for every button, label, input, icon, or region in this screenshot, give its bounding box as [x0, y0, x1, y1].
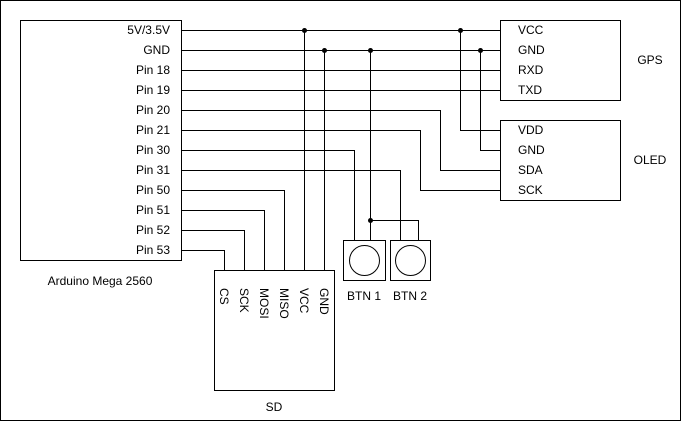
arduino-label: Arduino Mega 2560: [48, 274, 153, 288]
wire-pin50-sd-miso: [181, 190, 285, 271]
arduino-pin-gnd: GND: [143, 43, 170, 57]
arduino-pin-50: Pin 50: [136, 183, 170, 197]
wire-pin20-oled-sda: [181, 110, 501, 171]
junctions: [302, 28, 483, 223]
gps-pin-rxd: RXD: [518, 63, 544, 77]
sd-module: [214, 270, 335, 391]
oled-module: [500, 120, 621, 201]
wire-pin31-button-2: [181, 170, 401, 241]
button-2-label: BTN 2: [393, 289, 427, 303]
arduino-pin-20: Pin 20: [136, 103, 170, 117]
wire-pin51-sd-mosi: [181, 210, 265, 271]
arduino-pin-19: Pin 19: [136, 83, 170, 97]
junction-dot: [322, 48, 327, 53]
gps-label: GPS: [637, 53, 662, 67]
gps-pin-vcc: VCC: [518, 23, 544, 37]
sd-pin-mosi: MOSI: [257, 288, 271, 319]
button-1-label: BTN 1: [347, 289, 381, 303]
wire-gnd-button-2: [370, 220, 419, 241]
button-1-cap: [349, 245, 380, 276]
oled-label: OLED: [634, 153, 667, 167]
wire-pin21-oled-sck: [181, 130, 501, 191]
sd-pin-cs: CS: [217, 288, 231, 305]
sd-pin-sck: SCK: [237, 288, 251, 313]
oled-pin-vdd: VDD: [518, 123, 544, 137]
junction-dot: [368, 48, 373, 53]
button-1: [343, 240, 386, 281]
sd-pin-vcc: VCC: [297, 288, 311, 314]
arduino-board: [20, 20, 182, 261]
gps-pin-txd: TXD: [518, 83, 542, 97]
sd-label: SD: [266, 400, 283, 414]
sd-pin-miso: MISO: [277, 288, 291, 319]
arduino-pin-18: Pin 18: [136, 63, 170, 77]
wire-5v-oled-vdd: [460, 30, 501, 131]
junction-dot: [368, 218, 373, 223]
sd-pin-gnd: GND: [317, 288, 331, 315]
oled-pin-sck: SCK: [518, 183, 543, 197]
gps-module: [500, 20, 621, 101]
oled-pin-gnd: GND: [518, 143, 545, 157]
wire-pin30-button-1: [181, 150, 355, 241]
arduino-pin-30: Pin 30: [136, 143, 170, 157]
button-2-cap: [395, 245, 426, 276]
arduino-pin-53: Pin 53: [136, 243, 170, 257]
arduino-pin-51: Pin 51: [136, 203, 170, 217]
arduino-pin-31: Pin 31: [136, 163, 170, 177]
junction-dot: [478, 48, 483, 53]
junction-dot: [302, 28, 307, 33]
wire-pin52-sd-sck: [181, 230, 245, 271]
arduino-pin-52: Pin 52: [136, 223, 170, 237]
wires: [181, 30, 501, 271]
wire-gnd-oled-gnd: [480, 50, 501, 151]
arduino-pin-5v: 5V/3.5V: [127, 23, 170, 37]
oled-pin-sda: SDA: [518, 163, 543, 177]
wire-pin53-sd-cs: [181, 250, 225, 271]
junction-dot: [458, 28, 463, 33]
arduino-pin-21: Pin 21: [136, 123, 170, 137]
gps-pin-gnd: GND: [518, 43, 545, 57]
arduino-pin-labels: 5V/3.5V GND Pin 18 Pin 19 Pin 20 Pin 21 …: [127, 23, 170, 257]
button-2: [390, 240, 431, 281]
